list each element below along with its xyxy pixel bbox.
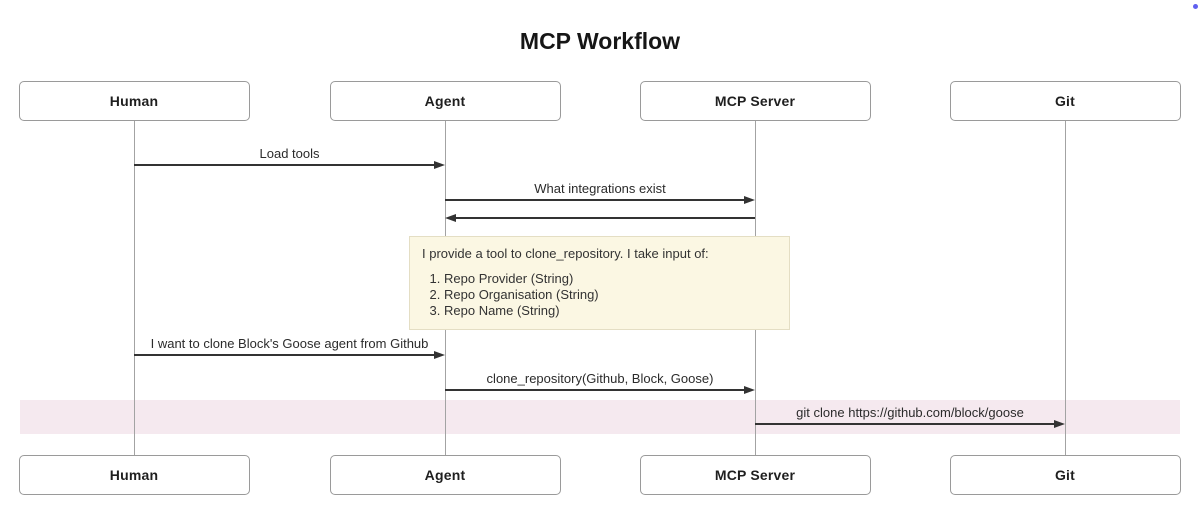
note-list: Repo Provider (String)Repo Organisation …	[422, 271, 777, 319]
actor-label: MCP Server	[714, 93, 796, 109]
actor-top-git: Git	[949, 81, 1181, 121]
note-item: Repo Name (String)	[444, 303, 777, 319]
message-line	[455, 217, 755, 219]
message-label: git clone https://github.com/block/goose	[796, 405, 1024, 420]
message-label: clone_repository(Github, Block, Goose)	[486, 371, 714, 386]
arrowhead-icon	[434, 160, 445, 169]
note-item: Repo Organisation (String)	[444, 287, 777, 303]
actor-label: Agent	[424, 93, 466, 109]
actor-label: Human	[109, 467, 159, 483]
lifeline-human	[134, 121, 135, 455]
actor-top-agent: Agent	[329, 81, 561, 121]
message-label: What integrations exist	[534, 181, 666, 196]
arrowhead-icon	[434, 350, 445, 359]
actor-label: Git	[1054, 467, 1076, 483]
message-label: I want to clone Block's Goose agent from…	[150, 336, 429, 351]
note-intro: I provide a tool to clone_repository. I …	[422, 246, 709, 261]
arrowhead-icon	[744, 385, 755, 394]
actor-top-mcp-server: MCP Server	[639, 81, 871, 121]
message-line	[134, 164, 435, 166]
actor-top-human: Human	[18, 81, 250, 121]
actor-label: Human	[109, 93, 159, 109]
lifeline-git	[1065, 121, 1066, 455]
actor-bottom-human: Human	[18, 455, 250, 495]
actor-label: MCP Server	[714, 467, 796, 483]
actor-label: Git	[1054, 93, 1076, 109]
diagram-title: MCP Workflow	[519, 28, 681, 54]
actor-bottom-agent: Agent	[329, 455, 561, 495]
message-line	[755, 423, 1055, 425]
arrowhead-icon	[1054, 419, 1065, 428]
message-line	[445, 199, 745, 201]
message-label: Load tools	[259, 146, 320, 161]
actor-label: Agent	[424, 467, 466, 483]
arrowhead-icon	[744, 195, 755, 204]
note-item: Repo Provider (String)	[444, 271, 777, 287]
message-line	[445, 389, 745, 391]
note-box: I provide a tool to clone_repository. I …	[409, 236, 790, 330]
message-line	[134, 354, 435, 356]
cursor-dot	[1193, 4, 1198, 9]
highlight-band	[20, 400, 1180, 434]
actor-bottom-mcp-server: MCP Server	[639, 455, 871, 495]
arrowhead-icon	[445, 213, 456, 222]
actor-bottom-git: Git	[949, 455, 1181, 495]
